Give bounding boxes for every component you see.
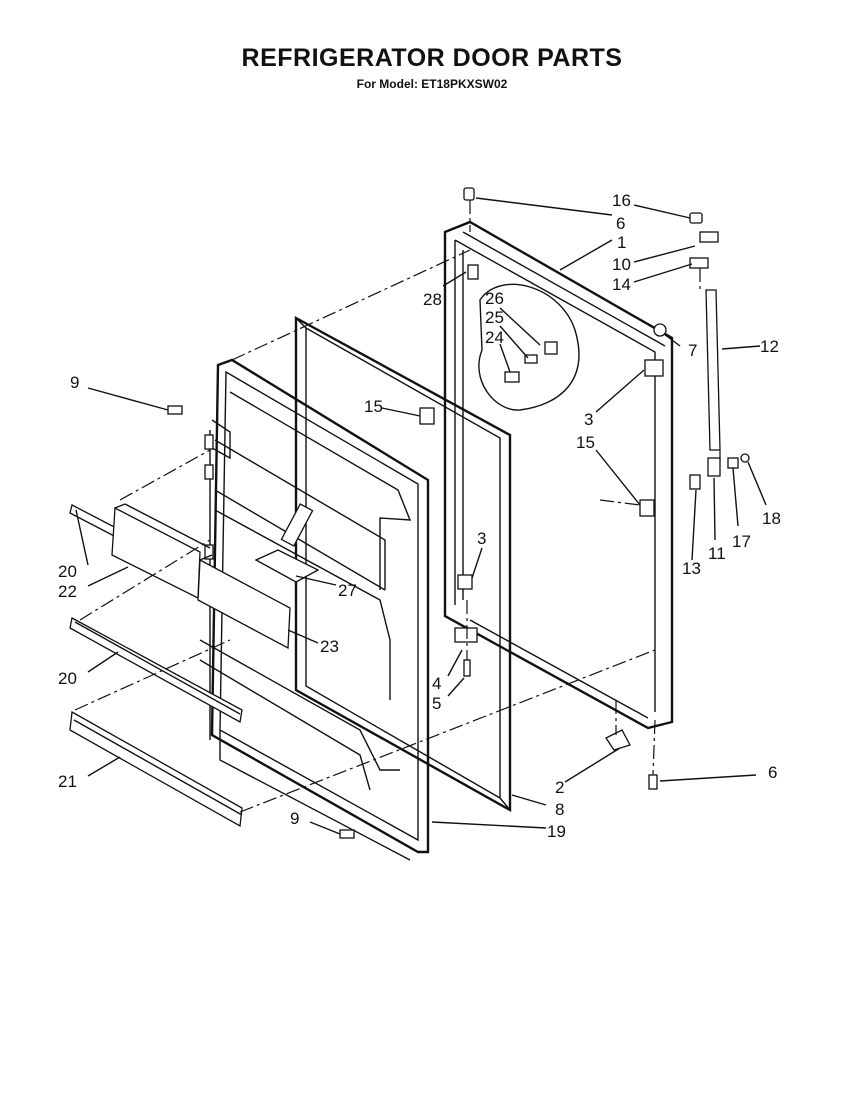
callout-17: 17 [732,532,751,551]
leader-lines [75,197,767,835]
outer-door-panel [443,220,674,730]
callout-6-top: 6 [616,214,625,233]
callout-5: 5 [432,694,441,713]
callout-10: 10 [612,255,631,274]
door-shelves [69,503,320,828]
callout-11: 11 [708,544,726,563]
callout-27: 27 [338,581,357,600]
callout-28: 28 [423,290,442,309]
callout-12: 12 [760,337,779,356]
callout-6-bottom: 6 [768,763,777,782]
callout-25: 25 [485,308,504,327]
callout-13: 13 [682,559,701,578]
callout-16: 16 [612,191,631,210]
callout-2: 2 [555,778,564,797]
callout-15-left: 15 [364,397,383,416]
callout-7: 7 [688,341,697,360]
diagram-title: REFRIGERATOR DOOR PARTS [241,44,623,72]
callout-24: 24 [485,328,504,347]
callout-26: 26 [485,289,504,308]
callout-21: 21 [58,772,77,791]
callout-23: 23 [320,637,339,656]
callout-3-center: 3 [477,529,486,548]
alignment-lines [74,200,721,813]
detail-bubble [478,283,580,411]
callout-19: 19 [547,822,566,841]
callout-9-bottom: 9 [290,809,299,828]
callout-20-bottom: 20 [58,669,77,688]
callout-22: 22 [58,582,77,601]
callout-4: 4 [432,674,441,693]
hinge-hardware [167,187,750,839]
model-subtitle: For Model: ET18PKXSW02 [356,77,508,91]
callout-9-left: 9 [70,373,79,392]
callout-20-top: 20 [58,562,77,581]
callout-18: 18 [762,509,781,528]
callout-8: 8 [555,800,564,819]
callout-1: 1 [617,233,626,252]
callout-labels: 16 6 1 10 14 28 26 25 24 7 12 9 15 3 15 … [58,191,781,841]
callout-15-right: 15 [576,433,595,452]
callout-3-right: 3 [584,410,593,429]
callout-14: 14 [612,275,631,294]
